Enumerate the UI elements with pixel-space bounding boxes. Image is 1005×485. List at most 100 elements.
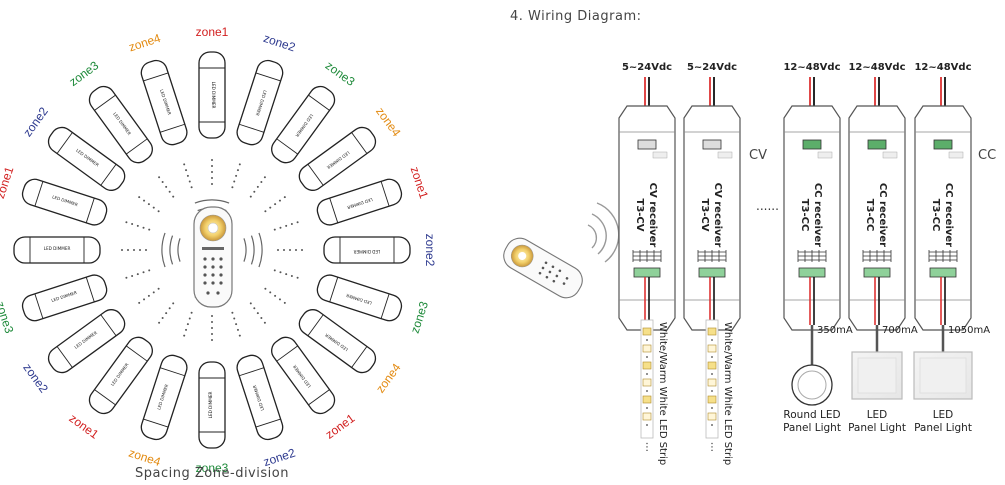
zone-label: zone2: [20, 361, 51, 396]
supply-voltage-label: 5~24Vdc: [687, 62, 737, 73]
signal-dots: [277, 249, 303, 251]
supply-voltage-label: 5~24Vdc: [622, 62, 672, 73]
zone-label: zone3: [0, 300, 16, 336]
led-dimmer-module: LED DIMMER: [316, 274, 403, 322]
receiver-model: T3-CV: [634, 198, 645, 231]
cc-tag: CC: [978, 148, 996, 163]
terminal-block: [862, 250, 892, 262]
panel-type: Panel Light: [848, 422, 906, 434]
receiver-name: CC receiver: [943, 183, 954, 247]
terminal-block: [928, 250, 958, 262]
panel-name: Round LED: [783, 409, 840, 421]
zone-label: zone1: [67, 411, 102, 442]
signal-dots: [183, 311, 193, 337]
led-dimmer-module: LED DIMMER: [88, 336, 153, 415]
current-label: 700mA: [882, 325, 918, 336]
strip-continues: ⋮: [642, 442, 652, 453]
led-dimmer-module: LED DIMMER: [323, 236, 411, 264]
led-strip: ⋮ White/Warm White LED Strip: [640, 319, 668, 465]
led-dimmer-module: LED DIMMER: [21, 178, 108, 226]
strip-continues: ⋮: [707, 442, 717, 453]
device-label: LED DIMMER: [354, 249, 381, 254]
signal-dots: [158, 302, 175, 324]
wireless-signal-icon: [587, 202, 620, 263]
panel-name: LED: [867, 409, 888, 421]
panel-name: LED: [933, 409, 954, 421]
zone-label: zone1: [408, 165, 432, 201]
zone-label: zone4: [373, 361, 404, 396]
led-dimmer-module: LED DIMMER: [298, 309, 377, 374]
zone-label: zone3: [67, 58, 102, 89]
supply-voltage-label: 12~48Vdc: [914, 62, 971, 73]
led-dimmer-module: LED DIMMER: [236, 59, 284, 146]
signal-dots: [249, 176, 266, 198]
led-dimmer-module: LED DIMMER: [47, 126, 126, 191]
signal-dots: [125, 221, 151, 231]
zone-label: zone3: [196, 461, 229, 475]
remote-control-icon: [503, 237, 583, 299]
supply-voltage-label: 12~48Vdc: [848, 62, 905, 73]
receiver-name: CC receiver: [812, 183, 823, 247]
led-dimmer-module: LED DIMMER: [236, 354, 284, 441]
signal-dots: [138, 196, 160, 213]
zone-label: zone2: [262, 31, 298, 55]
led-dimmer-module: LED DIMMER: [198, 51, 226, 139]
current-label: 350mA: [817, 325, 853, 336]
signal-dots: [211, 315, 213, 341]
zone-label: zone3: [323, 58, 358, 89]
zone-label: zone4: [373, 105, 404, 140]
led-dimmer-module: LED DIMMER: [271, 85, 336, 164]
loads: ⋮White/Warm White LED Strip⋮White/Warm W…: [640, 319, 990, 465]
led-dimmer-module: LED DIMMER: [140, 354, 188, 441]
terminal-block: [697, 250, 727, 262]
signal-dots: [121, 249, 147, 251]
device-label: LED DIMMER: [208, 392, 213, 419]
signal-dots: [264, 196, 286, 213]
signal-dots: [138, 287, 160, 304]
current-label: 1050mA: [948, 325, 990, 336]
signal-dots: [158, 176, 175, 198]
receiver-model: T3-CV: [699, 198, 710, 231]
led-dimmer-module: LED DIMMER: [88, 85, 153, 164]
receiver-model: T3-CC: [864, 199, 875, 232]
signal-dots: [273, 269, 299, 279]
panel-type: Panel Light: [914, 422, 972, 434]
more-receivers-ellipsis: ......: [756, 199, 779, 213]
signal-dots: [231, 311, 241, 337]
receiver-name: CV receiver: [647, 183, 658, 248]
strip-label: White/Warm White LED Strip: [657, 322, 668, 465]
zone-caption: Spacing Zone-division: [135, 466, 289, 481]
zone-label: zone2: [423, 234, 437, 267]
cv-tag: CV: [749, 148, 767, 163]
signal-dots: [125, 269, 151, 279]
device-label: LED DIMMER: [44, 246, 71, 251]
signal-dots: [273, 221, 299, 231]
zone-label: zone1: [0, 165, 16, 201]
signal-dots: [211, 159, 213, 185]
terminal-block: [797, 250, 827, 262]
panel-type: Panel Light: [783, 422, 841, 434]
led-dimmer-module: LED DIMMER: [140, 59, 188, 146]
zone-label: zone1: [196, 25, 229, 39]
led-dimmer-module: LED DIMMER: [13, 236, 101, 264]
wiring-title: 4. Wiring Diagram:: [510, 9, 642, 24]
terminal-block: [632, 250, 662, 262]
receiver-name: CC receiver: [877, 183, 888, 247]
supply-voltage-label: 12~48Vdc: [783, 62, 840, 73]
zone-label: zone3: [408, 299, 432, 335]
led-strip: ⋮White/Warm White LED Strip: [705, 319, 733, 465]
zone-label: zone2: [20, 104, 51, 139]
signal-dots: [249, 302, 266, 324]
led-dimmer-module: LED DIMMER: [271, 336, 336, 415]
signal-dots: [183, 163, 193, 189]
